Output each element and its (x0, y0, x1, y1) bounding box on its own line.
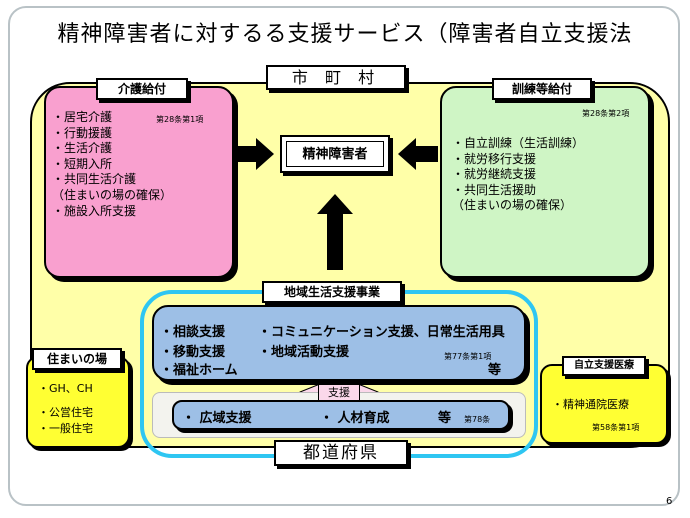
kunren-list: ・自立訓練（生活訓練） ・就労移行支援 ・就労継続支援 ・共同生活援助 （住まい… (452, 136, 584, 214)
chiiki-item: ・福祉ホーム (160, 363, 238, 378)
housing-item: ・公営住宅 (38, 406, 93, 419)
kaigo-article: 第28条第1項 (156, 115, 204, 124)
pref-service-item: ・ 人材育成 (320, 411, 390, 426)
support-label: 支援 (318, 384, 360, 402)
kaigo-item: ・共同生活介護 (52, 172, 137, 187)
kaigo-tag: 介護給付 (96, 78, 188, 100)
housing-box: ・GH、CH ・公営住宅 ・一般住宅 (26, 356, 130, 448)
kunren-item: ・共同生活援助 (452, 182, 537, 197)
kunren-item: ・自立訓練（生活訓練） (452, 136, 585, 150)
pref-service-item: ・ 広域支援 (182, 411, 252, 426)
slide-frame (8, 6, 680, 506)
kaigo-item: （住まいの場の確保） (52, 187, 173, 202)
kaigo-item: ・行動援護 (52, 125, 113, 140)
medical-item: ・精神通院医療 (552, 398, 629, 411)
arrow-right-icon (398, 138, 438, 170)
kaigo-list: ・居宅介護 ・行動援護 ・生活介護 ・短期入所 ・共同生活介護 （住まいの場の確… (52, 110, 172, 219)
kaigo-box: 第28条第1項 ・居宅介護 ・行動援護 ・生活介護 ・短期入所 ・共同生活介護 … (44, 86, 234, 278)
kunren-item: ・就労継続支援 (452, 167, 537, 182)
prefecture-label: 都道府県 (274, 440, 408, 466)
medical-article: 第58条第1項 (592, 423, 640, 432)
pref-service-etc: 等 (438, 411, 452, 426)
center-label: 精神障害者 (286, 141, 384, 167)
kunren-item: ・就労移行支援 (452, 151, 537, 166)
arrow-left-icon (236, 138, 274, 170)
page-number: 6 (666, 496, 673, 507)
housing-item: ・一般住宅 (38, 422, 93, 435)
chiiki-box: ・相談支援 ・コミュニケーション支援、日常生活用具 ・移動支援 ・地域活動支援 … (152, 305, 526, 381)
chiiki-tag: 地域生活支援事業 (262, 281, 402, 303)
chiiki-item: ・コミュニケーション支援、日常生活用具 (258, 325, 505, 340)
chiiki-item: ・相談支援 (160, 325, 226, 340)
kaigo-item: ・短期入所 (52, 156, 113, 171)
kaigo-item: ・施設入所支援 (52, 203, 137, 218)
pref-article: 第78条 (464, 415, 491, 424)
arrow-up-icon (317, 194, 353, 270)
kunren-tag: 訓練等給付 (492, 78, 592, 100)
kaigo-item: ・生活介護 (52, 141, 113, 156)
housing-item: ・GH、CH (38, 382, 93, 395)
medical-tag: 自立支援医療 (562, 356, 646, 376)
kaigo-item: ・居宅介護 (52, 110, 113, 124)
medical-box: ・精神通院医療 第58条第1項 (540, 364, 668, 444)
housing-tag: 住まいの場 (32, 348, 122, 370)
chiiki-etc: 等 (488, 363, 502, 378)
chiiki-article: 第77条第1項 (444, 352, 492, 361)
city-label: 市 町 村 (266, 65, 406, 90)
chiiki-item: ・移動支援 (160, 345, 226, 360)
chiiki-item: ・地域活動支援 (258, 345, 350, 360)
kunren-item: （住まいの場の確保） (452, 198, 573, 213)
prefecture-services-box: ・ 広域支援 ・ 人材育成 等 第78条 (172, 400, 510, 430)
slide-title: 精神障害者に対するる支援サービス（障害者自立支援法 (57, 22, 633, 47)
kunren-article: 第28条第2項 (582, 109, 630, 118)
center-box: 精神障害者 (280, 135, 390, 173)
